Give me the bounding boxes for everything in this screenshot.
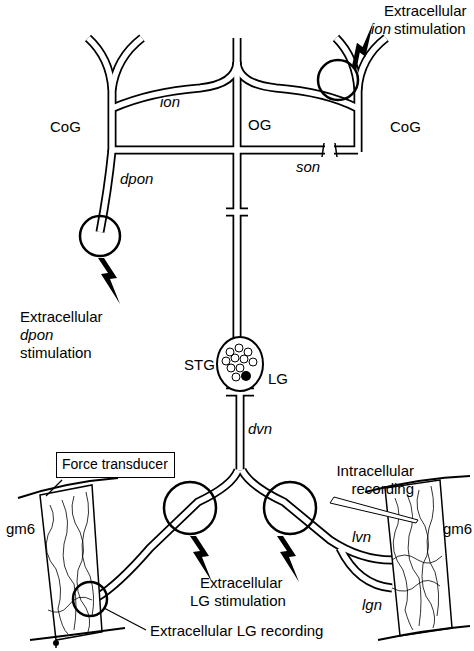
nerve-name: dvn <box>248 420 272 438</box>
ganglion-name: CoG <box>390 118 421 136</box>
label-text: Extracellular <box>20 308 103 326</box>
nerve-name: dpon <box>20 326 53 344</box>
nerve-name: ion <box>160 93 180 111</box>
muscle-name: gm6 <box>443 520 472 538</box>
box-text: Force transducer <box>62 456 169 473</box>
instrument-box: Force transducer <box>56 452 175 478</box>
ganglion-name: CoG <box>50 118 81 136</box>
label-text: Extracellular LG recording <box>150 622 323 640</box>
label-text: Extracellular <box>384 2 467 20</box>
nerve-name: son <box>296 158 320 176</box>
ganglion-name: OG <box>248 116 271 134</box>
muscle-name: gm6 <box>6 520 35 538</box>
nerve-name: dpon <box>120 170 153 188</box>
nerve-name: ion <box>371 20 391 38</box>
label-text: stimulation <box>394 20 466 38</box>
label-text: stimulation <box>20 344 92 362</box>
nerve-name: lgn <box>362 596 382 614</box>
neuron-name: LG <box>268 370 288 388</box>
ganglion-name: STG <box>184 356 215 374</box>
label-text: Intracellular recording <box>300 462 414 498</box>
nerve-name: lvn <box>352 528 371 546</box>
label-text: LG stimulation <box>190 592 286 610</box>
label-text: Extracellular <box>200 574 283 592</box>
